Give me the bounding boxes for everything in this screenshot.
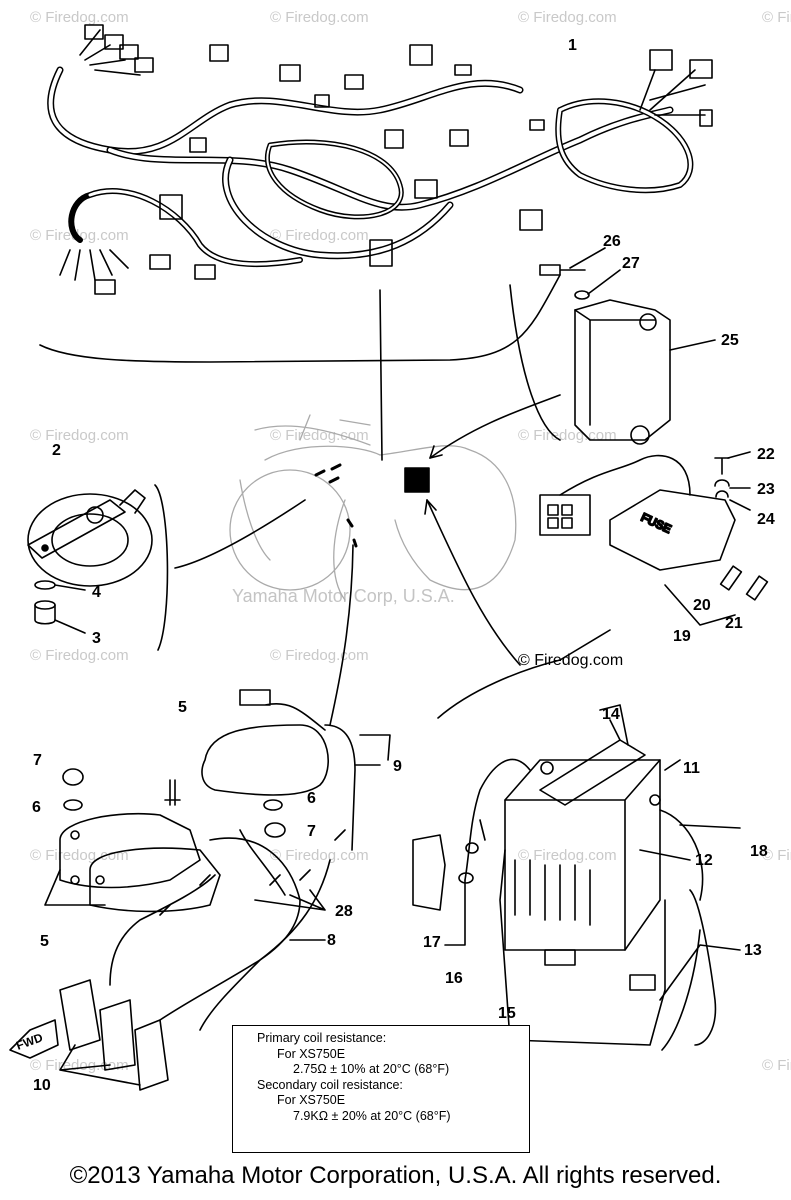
callout-18: 18: [750, 843, 768, 860]
leader-ignition-coil: [329, 544, 354, 726]
callout-27: 27: [622, 255, 640, 272]
watermark: © Firedog.com: [762, 1057, 791, 1074]
callout-23: 23: [757, 481, 775, 498]
callout-5: 5: [178, 699, 187, 716]
callout-26: 26: [603, 233, 621, 250]
watermark: © Firedog.com: [30, 647, 129, 664]
fwd-label: FWD: [14, 1030, 45, 1053]
motorcycle-outline: [229, 414, 517, 601]
primary-coil-title: Primary coil resistance:: [257, 1031, 387, 1045]
watermark: © Firedog.com: [518, 427, 617, 444]
callout-10: 10: [33, 1077, 51, 1094]
leader-battery: [426, 499, 521, 666]
ignition-lead-marks: [314, 463, 358, 548]
primary-coil-model: For XS750E: [277, 1046, 346, 1061]
callout-7: 7: [307, 823, 316, 840]
wire-harness: [47, 24, 713, 295]
callout-5: 5: [40, 933, 49, 950]
callout-13: 13: [744, 942, 762, 959]
horn-group-bracket: [154, 484, 169, 651]
callout-16: 16: [445, 970, 463, 987]
callout-25: 25: [721, 332, 739, 349]
watermark-layer: © Firedog.com © Firedog.com © Firedog.co…: [30, 9, 791, 1074]
watermark: © Firedog.com: [30, 227, 129, 244]
callout-24: 24: [757, 511, 775, 528]
callout-4: 4: [92, 584, 101, 601]
regulator: [539, 264, 671, 445]
callout-20: 20: [693, 597, 711, 614]
callout-14: 14: [602, 706, 620, 723]
callout-28: 28: [335, 903, 353, 920]
watermark: © Firedog.com: [30, 1057, 129, 1074]
watermark: © Firedog.com: [30, 847, 129, 864]
watermark: © Firedog.com: [270, 427, 369, 444]
forward-arrow: [9, 1019, 59, 1059]
ignition-coils: [59, 689, 356, 1091]
watermark: © Firedog.com: [30, 9, 129, 26]
callout-11: 11: [683, 760, 700, 777]
leader-regulator: [429, 394, 561, 459]
callout-8: 8: [327, 932, 336, 949]
fuse-label: FUSE: [639, 510, 674, 536]
callout-12: 12: [695, 852, 713, 869]
callout-3: 3: [92, 630, 101, 647]
callout-6: 6: [307, 790, 316, 807]
callout-17: 17: [423, 934, 441, 951]
callout-2: 2: [52, 442, 61, 459]
watermark: © Firedog.com: [270, 9, 369, 26]
primary-coil-value: 2.75Ω ± 10% at 20°C (68°F): [293, 1062, 450, 1076]
callout-1: 1: [568, 37, 577, 54]
callout-22: 22: [757, 446, 775, 463]
callout-7: 7: [33, 752, 42, 769]
center-watermark: Yamaha Motor Corp, U.S.A.: [232, 586, 455, 606]
watermark: © Firedog.com: [270, 647, 369, 664]
leader-harness: [379, 289, 383, 461]
horn: [27, 489, 153, 625]
watermark: © Firedog.com: [30, 427, 129, 444]
watermark: © Firedog.com: [270, 227, 369, 244]
watermark: © Firedog.com: [270, 847, 369, 864]
coil-lead-bracket: [354, 734, 391, 766]
harness-group-line: [39, 274, 561, 363]
fuse-box: [539, 454, 769, 601]
regulator-group-bracket: [509, 284, 561, 441]
callout-21: 21: [725, 615, 743, 632]
watermark: © Firedog.com: [518, 9, 617, 26]
secondary-coil-value: 7.9KΩ ± 20% at 20°C (68°F): [293, 1108, 451, 1123]
copyright-footer: ©2013 Yamaha Motor Corporation, U.S.A. A…: [69, 1162, 722, 1189]
callout-9: 9: [393, 758, 402, 775]
firedog-link-label: © Firedog.com: [518, 652, 623, 669]
fuse-box-location-marker: [404, 467, 430, 493]
callouts: 1 2 3 4 5 5 6 6 7 7 8 9 10 11 12 13 14 1…: [32, 37, 775, 1094]
secondary-coil-title: Secondary coil resistance:: [257, 1077, 403, 1092]
watermark: © Firedog.com: [762, 9, 791, 26]
callout-15: 15: [498, 1005, 516, 1022]
coil-resistance-note: Primary coil resistance: For XS750E 2.75…: [232, 1025, 530, 1153]
battery-group-line: [437, 629, 611, 719]
secondary-coil-model: For XS750E: [277, 1093, 346, 1107]
leader-horn: [174, 499, 306, 569]
callout-19: 19: [673, 628, 691, 645]
watermark: © Firedog.com: [518, 847, 617, 864]
fuse-bracket: [664, 584, 736, 626]
battery: [412, 704, 717, 1051]
watermark: © Firedog.com: [762, 847, 791, 864]
callout-6: 6: [32, 799, 41, 816]
